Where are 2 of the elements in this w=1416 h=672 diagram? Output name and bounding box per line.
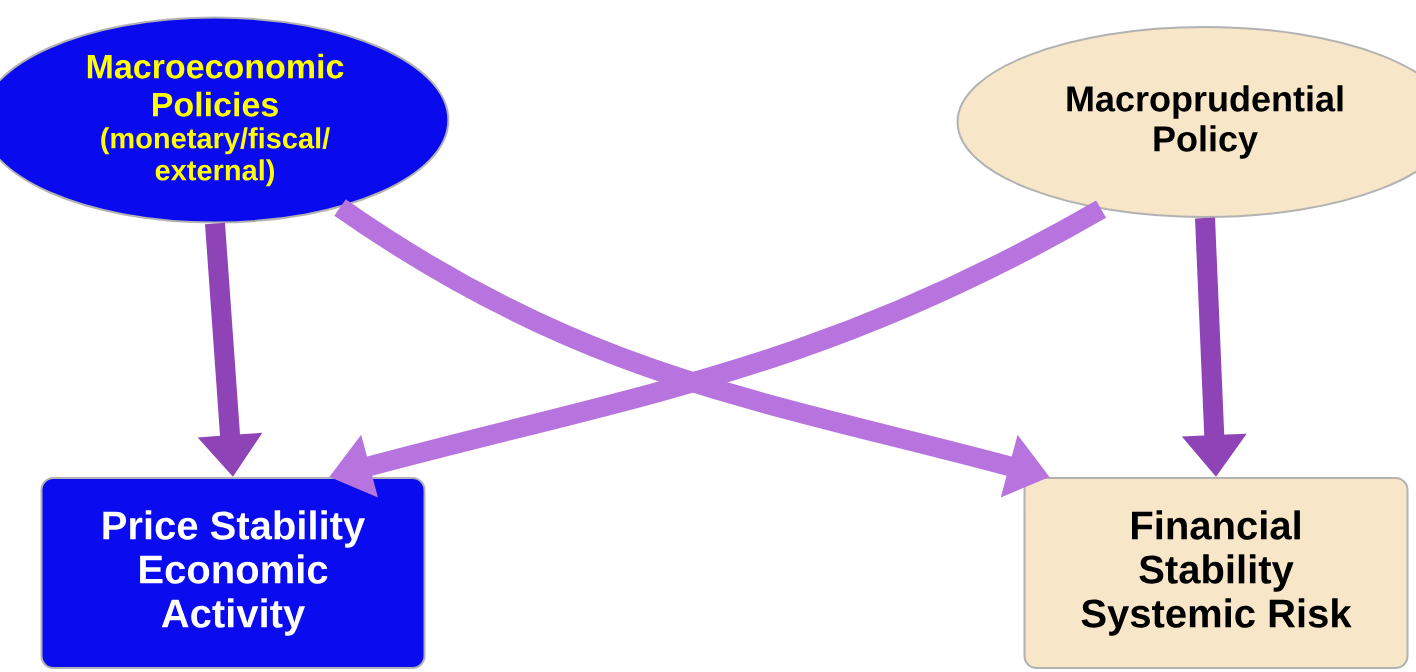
- outcome-box: Financial Stability Systemic Risk: [1023, 477, 1409, 669]
- outcome-box: Price Stability Economic Activity: [40, 477, 426, 669]
